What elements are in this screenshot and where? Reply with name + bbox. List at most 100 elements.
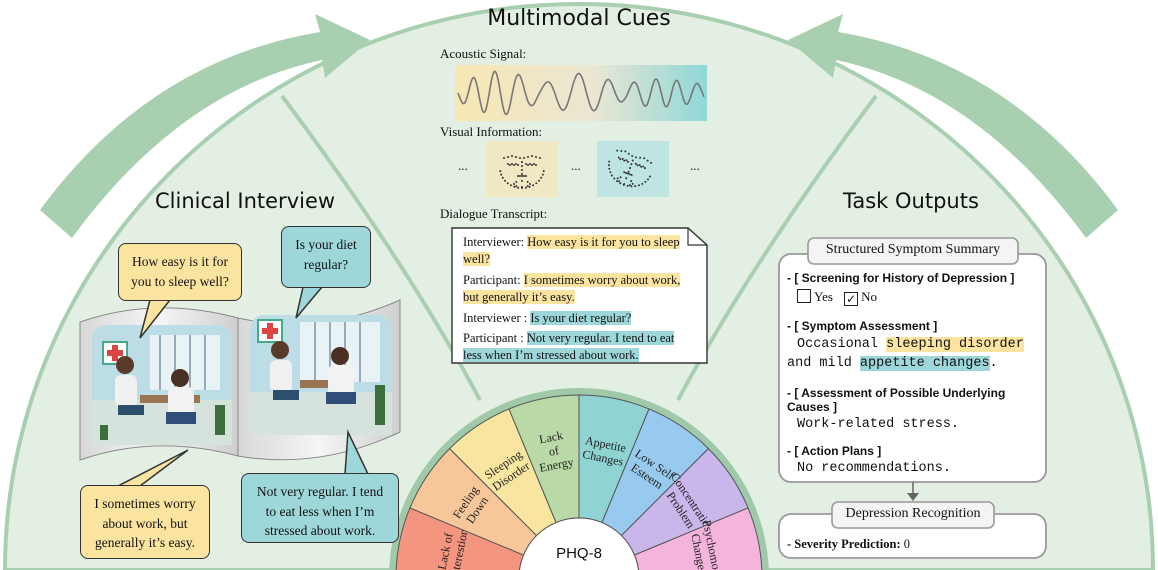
landmark-dot — [646, 159, 649, 162]
landmark-dot — [630, 180, 633, 183]
symptom-text: Occasional sleeping disorder and mild ap… — [787, 337, 1024, 371]
landmark-dot — [628, 173, 631, 176]
transcript-line-1: Interviewer: How easy is it for you to s… — [463, 235, 680, 266]
landmark-dot — [623, 183, 626, 185]
landmark-dot — [523, 175, 525, 177]
landmark-dot — [503, 157, 505, 159]
landmark-dot — [607, 164, 610, 167]
landmark-dot — [511, 163, 513, 165]
landmark-dot — [641, 182, 644, 185]
landmark-dot — [513, 185, 516, 188]
phq-segment-label: PsychomotorChanges — [686, 519, 726, 570]
landmark-dot — [513, 183, 515, 185]
landmark-dot — [515, 185, 518, 188]
landmark-dot — [630, 174, 633, 176]
landmark-dot — [538, 179, 540, 182]
landmark-dot — [531, 155, 533, 157]
landmark-dot — [623, 171, 626, 174]
dialogue-transcript-label: Dialogue Transcript: — [440, 206, 548, 221]
landmark-dot — [628, 184, 631, 187]
landmark-dot — [616, 149, 619, 152]
landmark-dot — [613, 177, 616, 180]
landmark-dot — [517, 186, 520, 189]
bubble-answer-2: Not very regular. I tend to eat less whe… — [241, 473, 399, 543]
recognition-title: Depression Recognition — [845, 506, 981, 521]
landmark-dot — [513, 164, 515, 166]
interview-scene-1 — [92, 325, 232, 445]
landmark-dot — [501, 176, 504, 179]
causes-heading: - [ Assessment of Possible Underlying Ca… — [787, 385, 1006, 414]
landmark-dot — [504, 179, 506, 182]
bubble-question-1: How easy is it for you to sleep well? — [118, 243, 242, 301]
landmark-dot — [517, 175, 519, 177]
landmark-dot — [636, 164, 639, 167]
landmark-dot — [639, 156, 642, 159]
landmark-dot — [533, 163, 535, 165]
landmark-dot — [631, 159, 634, 162]
title-multimodal-cues: Multimodal Cues — [487, 6, 671, 31]
landmark-dot — [638, 164, 641, 167]
landmark-dot — [630, 163, 633, 166]
landmark-dot — [529, 183, 531, 185]
summary-content: - [ Screening for History of Depression … — [787, 271, 1047, 476]
landmark-dot — [515, 156, 517, 158]
landmark-dot — [629, 167, 631, 169]
landmark-dot — [525, 163, 527, 165]
landmark-dot — [540, 176, 543, 179]
landmark-dot — [609, 171, 612, 174]
landmark-dot — [542, 170, 545, 173]
phq-segment-label: AppetiteChanges — [581, 433, 627, 469]
landmark-dot — [625, 177, 628, 180]
landmark-dot — [521, 165, 523, 167]
landmark-dot — [511, 155, 513, 157]
landmark-dot — [644, 180, 647, 183]
plans-heading: - [ Action Plans ] — [787, 443, 882, 458]
landmark-dot — [499, 170, 502, 173]
severity-value: 0 — [903, 537, 910, 551]
landmark-dot — [500, 173, 503, 176]
landmark-dot — [524, 186, 527, 189]
landmark-dot — [509, 164, 511, 166]
landmark-dot — [619, 176, 622, 179]
causes-text: Work-related stress. — [797, 416, 960, 432]
landmark-dot — [617, 156, 620, 159]
landmark-dot — [608, 167, 611, 170]
phq-segment-label: LackofEnergy — [533, 427, 575, 475]
down-arrow-icon — [907, 493, 919, 501]
landmark-dot — [619, 182, 622, 185]
screening-heading: - [ Screening for History of Depression … — [787, 271, 1015, 285]
no-label: No — [861, 289, 878, 304]
landmark-dot — [618, 180, 621, 183]
bubble-answer-1: I sometimes worry about work, but genera… — [80, 485, 210, 559]
landmark-dot — [635, 156, 637, 159]
landmark-dot — [647, 178, 649, 181]
landmark-dot — [626, 172, 629, 175]
symptom-heading: - [ Symptom Assessment ] — [787, 319, 938, 333]
phq-segment-label: Lack ofInterestion — [433, 525, 471, 570]
landmark-dot — [640, 165, 643, 168]
landmark-dot — [625, 159, 628, 162]
acoustic-waveform — [457, 70, 705, 116]
landmark-dot — [519, 157, 521, 159]
checkbox-yes — [797, 289, 811, 303]
landmark-dot — [515, 163, 517, 165]
checkbox-no: ✓ — [844, 292, 859, 306]
landmark-dot — [643, 167, 646, 170]
landmark-dot — [517, 164, 519, 166]
phq-center — [519, 517, 639, 570]
landmark-dot — [611, 174, 613, 177]
landmark-dot — [521, 173, 523, 175]
landmark-dot — [541, 173, 544, 176]
landmark-dot — [643, 157, 646, 160]
ellipsis-right: ... — [690, 158, 700, 173]
yes-label: Yes — [814, 289, 833, 304]
landmark-dot — [631, 182, 634, 185]
title-clinical-interview: Clinical Interview — [155, 189, 336, 213]
landmark-dot — [515, 180, 518, 183]
arrow-left-icon — [40, 14, 370, 238]
landmark-dot — [649, 175, 651, 178]
landmark-dot — [626, 184, 629, 187]
landmark-dot — [527, 164, 529, 166]
